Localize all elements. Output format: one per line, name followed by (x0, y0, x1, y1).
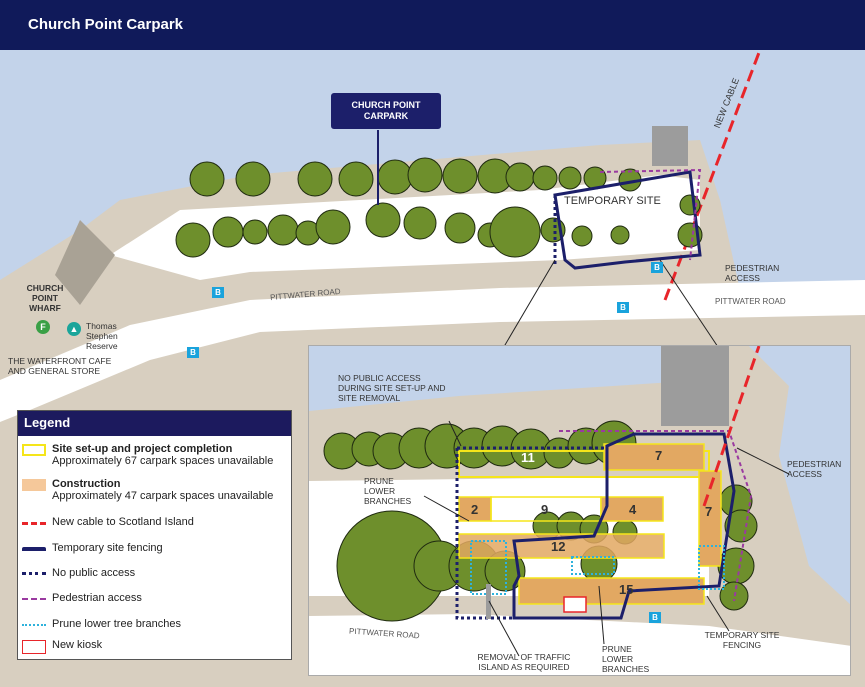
legend-label: No public access (52, 567, 136, 579)
ferry-icon: F (36, 320, 50, 334)
traffic-island-label: REMOVAL OF TRAFFIC ISLAND AS REQUIRED (477, 652, 571, 672)
tree-icon (235, 161, 271, 197)
tree-row (175, 157, 703, 258)
legend-label: New cable to Scotland Island (52, 516, 194, 528)
purple-dashed-line-icon (22, 598, 46, 610)
cafe-label: THE WATERFRONT CAFE AND GENERAL STORE (8, 356, 112, 376)
inset-detail-map: 11 7 2 9 4 7 12 15 NO PUBLIC ACCESS DURI… (308, 345, 851, 676)
legend: Legend Site set-up and project completio… (17, 410, 292, 660)
temporary-site-label: TEMPORARY SITE (564, 195, 661, 207)
legend-title: Legend (18, 411, 291, 436)
tree-icon (724, 509, 758, 543)
legend-sublabel: Approximately 47 carpark spaces unavaila… (52, 490, 274, 502)
legend-item-no-access: No public access (22, 567, 135, 584)
zone-label: 4 (629, 502, 637, 517)
tree-icon (338, 161, 374, 197)
legend-label: Site set-up and project completion (52, 443, 233, 455)
tree-icon (407, 157, 443, 193)
cyan-dotted-line-icon (22, 624, 46, 636)
legend-item-cable: New cable to Scotland Island (22, 516, 194, 534)
tree-icon (505, 162, 535, 192)
pedestrian-access-label: PEDESTRIAN ACCESS (725, 263, 780, 283)
bus-stop-icon: B (617, 302, 629, 313)
tree-icon (189, 161, 225, 197)
legend-item-pedestrian: Pedestrian access (22, 592, 142, 610)
tree-icon (442, 158, 478, 194)
legend-item-prune: Prune lower tree branches (22, 618, 181, 636)
road-label: PITTWATER ROAD (715, 297, 786, 306)
tree-icon (403, 206, 437, 240)
tree-icon (444, 212, 476, 244)
navy-line-icon (22, 547, 46, 559)
tree-reserve-icon: ▲ (67, 322, 81, 336)
wharf-label: CHURCH POINT WHARF (26, 283, 64, 313)
tree-icon (489, 206, 541, 258)
tree-icon (242, 219, 268, 245)
tree-icon (212, 216, 244, 248)
bus-stop-icon: B (649, 612, 661, 623)
legend-label: Construction (52, 478, 121, 490)
reserve-label: Thomas Stephen Reserve (86, 321, 118, 351)
prune-branches-label: PRUNE LOWER BRANCHES (364, 476, 412, 506)
legend-sublabel: Approximately 67 carpark spaces unavaila… (52, 455, 274, 467)
legend-label: Prune lower tree branches (52, 618, 182, 630)
zone-label: 11 (521, 450, 535, 465)
tree-icon (532, 165, 558, 191)
navy-dotted-line-icon (22, 572, 46, 584)
tree-icon (377, 159, 413, 195)
tree-icon (267, 214, 299, 246)
bus-stop-icon: B (187, 347, 199, 358)
no-public-access-label: NO PUBLIC ACCESS DURING SITE SET-UP AND … (338, 373, 446, 403)
red-dashed-line-icon (22, 522, 46, 534)
legend-label: New kiosk (52, 639, 103, 651)
legend-label: Pedestrian access (52, 592, 142, 604)
zone-label: 2 (471, 502, 479, 517)
zone-label: 15 (619, 582, 634, 597)
bus-stop-icon: B (212, 287, 224, 298)
tree-icon (175, 222, 211, 258)
pedestrian-access-label: PEDESTRIAN ACCESS (787, 459, 842, 479)
tree-icon (571, 225, 593, 247)
tree-icon (719, 581, 749, 611)
tree-icon (558, 166, 582, 190)
kiosk-swatch (22, 640, 46, 654)
legend-item-fencing: Temporary site fencing (22, 542, 163, 559)
zone-label: 9 (541, 502, 549, 517)
tree-icon (610, 225, 630, 245)
yellow-outline-swatch (22, 444, 46, 456)
legend-label: Temporary site fencing (52, 542, 163, 554)
header-bar: Church Point Carpark (0, 0, 865, 50)
page-title: Church Point Carpark (28, 16, 184, 33)
zone-label: 12 (551, 539, 566, 554)
construction-swatch (22, 479, 46, 491)
prune-branches-label: PRUNE LOWER BRANCHES (602, 644, 650, 674)
carpark-callout: CHURCH POINT CARPARK (331, 93, 441, 129)
tree-icon (297, 161, 333, 197)
tree-icon (365, 202, 401, 238)
temporary-fencing-label: TEMPORARY SITE FENCING (704, 630, 780, 650)
zone-label: 7 (705, 504, 713, 519)
bus-stop-icon: B (651, 262, 663, 273)
tree-icon (315, 209, 351, 245)
zone-label: 7 (655, 448, 663, 463)
legend-item-kiosk: New kiosk (22, 639, 102, 654)
